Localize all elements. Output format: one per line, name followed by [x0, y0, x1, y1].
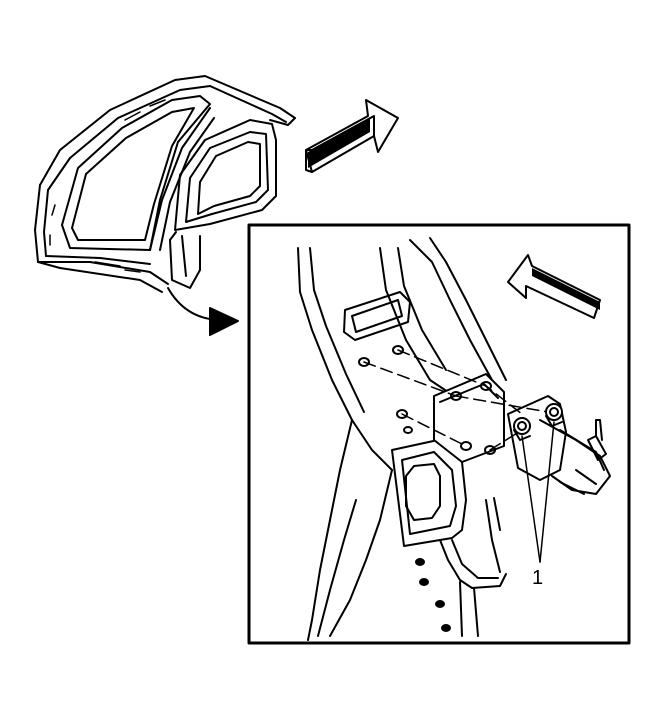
callout-label-1: 1	[532, 567, 543, 589]
vehicle-body-overview	[34, 75, 296, 336]
hinge-bolt	[513, 417, 531, 441]
detail-inset-frame	[247, 223, 631, 645]
detail-view	[297, 237, 611, 641]
callout-1-leaders	[521, 421, 555, 563]
direction-arrow-inset	[507, 254, 601, 319]
direction-arrow-forward	[305, 99, 399, 173]
hinge-bolt	[545, 403, 563, 427]
